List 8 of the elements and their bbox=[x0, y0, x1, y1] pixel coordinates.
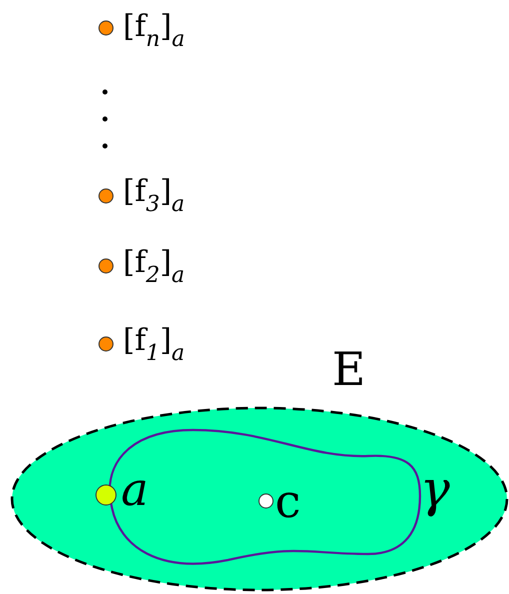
region-label: E bbox=[332, 346, 366, 392]
germ-label: [f$_{3}$]$_{a}$ bbox=[123, 177, 185, 216]
germ-label: [f$_{2}$]$_{a}$ bbox=[123, 248, 185, 287]
curve-label: γ bbox=[420, 464, 450, 514]
point-label: a bbox=[121, 466, 148, 512]
germ-label: [f$_{n}$]$_{a}$ bbox=[123, 12, 185, 51]
point-label: c bbox=[275, 478, 301, 524]
germ-label: [f$_{1}$]$_{a}$ bbox=[123, 326, 185, 365]
